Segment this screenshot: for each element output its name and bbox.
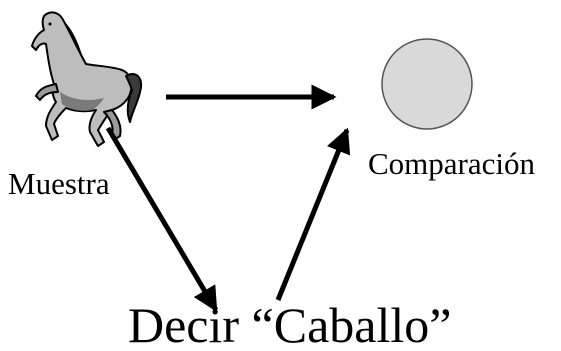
circle-stimulus-icon: [381, 38, 473, 130]
sample-label: Muestra: [8, 166, 110, 201]
comparison-label: Comparación: [368, 146, 536, 181]
arrow-sample-to-response: [105, 126, 219, 313]
response-label: Decir “Caballo”: [128, 297, 452, 351]
horse-icon: [31, 11, 142, 147]
arrow-response-to-comparison: [275, 127, 351, 301]
